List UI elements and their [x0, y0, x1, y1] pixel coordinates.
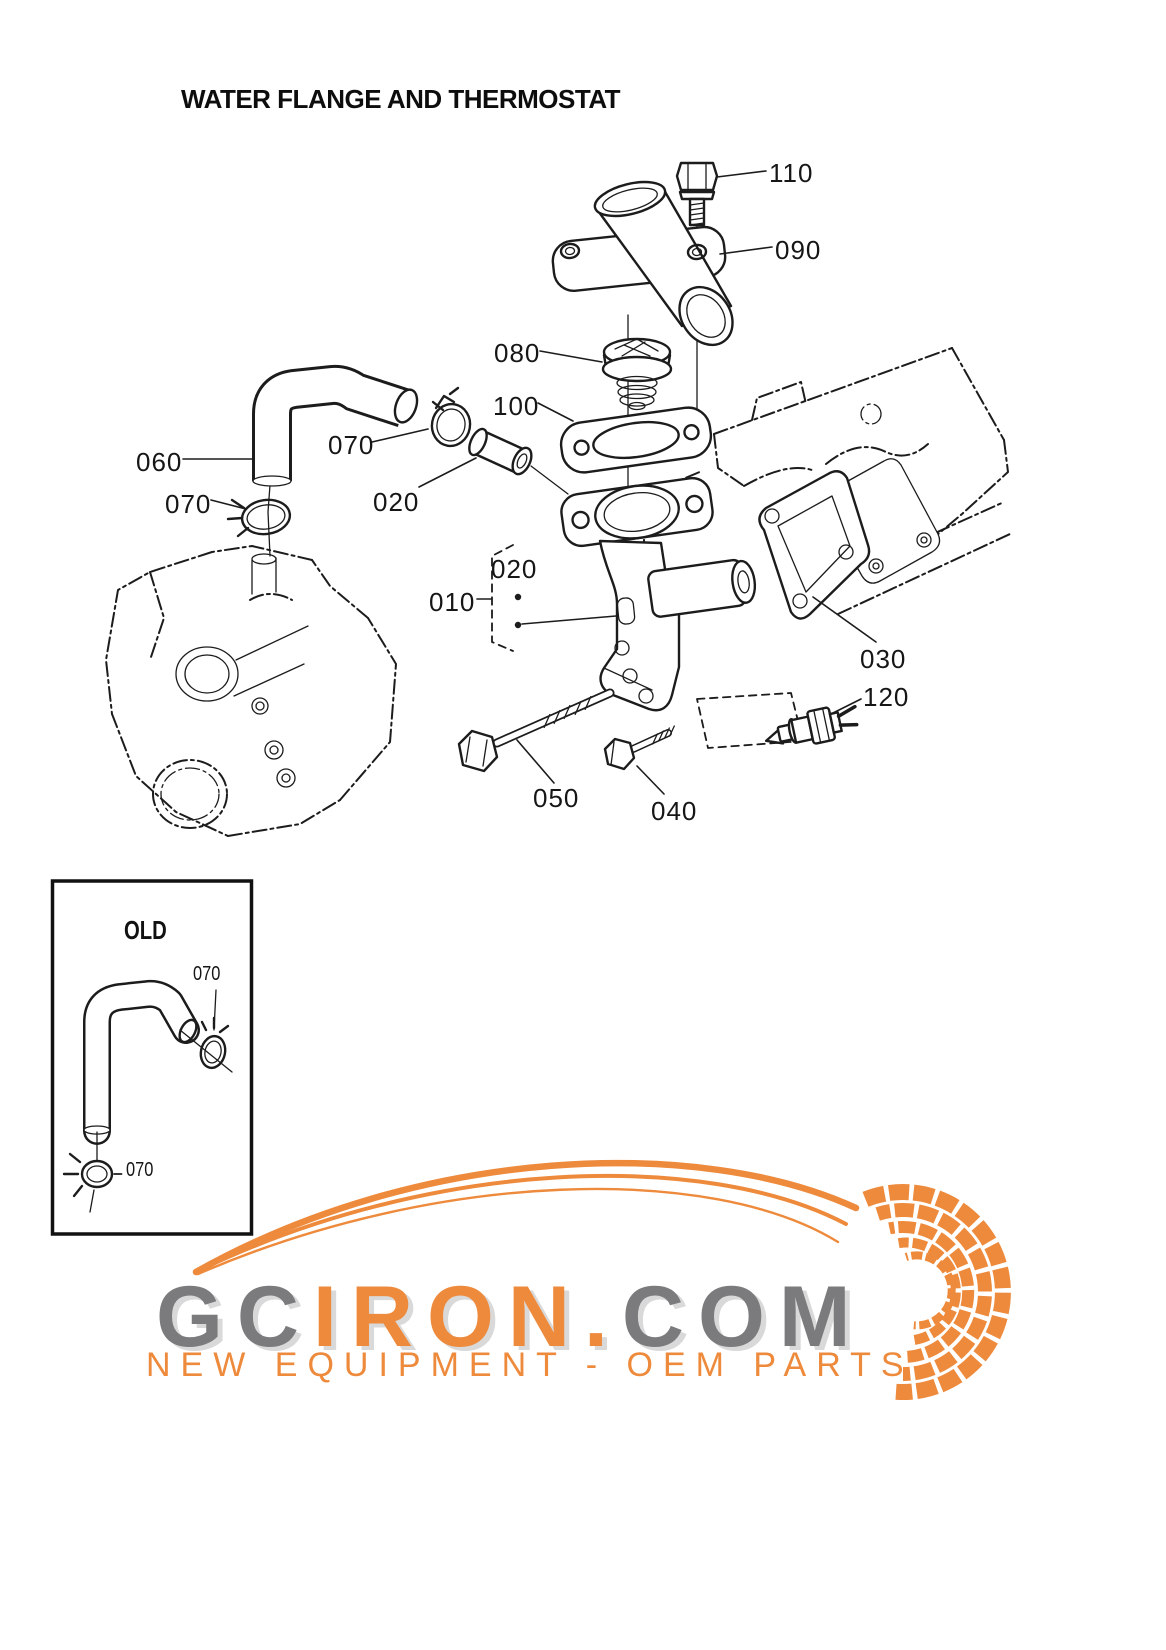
callout-080: 080	[494, 338, 541, 368]
callout-110: 110	[769, 158, 814, 188]
part-090-water-flange	[551, 180, 734, 347]
leader-lines	[182, 170, 877, 795]
logo-text-gc: GC	[156, 1269, 313, 1365]
logo-text-iron: IRON	[313, 1269, 584, 1365]
old-callout-070-lower: 070	[126, 1159, 154, 1181]
part-020-joint-pipe	[468, 427, 533, 476]
logo-swoosh	[192, 1159, 860, 1276]
logo-tagline: NEW EQUIPMENT - OEM PARTS	[146, 1346, 914, 1384]
part-110-bolt	[675, 161, 719, 227]
ref-dots	[514, 593, 522, 629]
callout-020: 020	[373, 487, 420, 517]
part-050-bolt	[457, 688, 615, 773]
part-040-bolt	[603, 725, 675, 771]
callout-060: 060	[136, 447, 183, 477]
part-100-gasket	[559, 406, 713, 474]
callout-070-lower: 070	[165, 489, 212, 519]
callout-090: 090	[775, 235, 822, 265]
callout-010: 010	[429, 587, 476, 617]
part-070-clamp-lower	[226, 498, 292, 538]
logo-segmented-band	[862, 1184, 1011, 1401]
old-callout-070-upper: 070	[193, 963, 221, 985]
part-080-thermostat	[601, 337, 673, 411]
part-070-clamp-upper	[430, 386, 472, 448]
gciron-logo: GCIRON.COM	[156, 1274, 865, 1360]
callout-030: 030	[860, 644, 907, 674]
page-title: WATER FLANGE AND THERMOSTAT	[181, 84, 621, 114]
water-pump-block	[105, 545, 397, 837]
callout-020-ref: 020	[491, 554, 538, 584]
callout-100: 100	[493, 391, 540, 421]
logo-text-dot: .	[584, 1269, 622, 1365]
logo-text-com: COM	[621, 1269, 865, 1365]
callout-070-upper: 070	[328, 430, 375, 460]
callout-050: 050	[533, 783, 580, 813]
part-010-flange-assembly	[560, 476, 757, 712]
part-120-temperature-sensor	[764, 704, 859, 745]
callout-040: 040	[651, 796, 698, 826]
part-060-hose	[252, 364, 419, 487]
old-inset-drawing	[50, 879, 254, 1236]
callout-120: 120	[863, 682, 910, 712]
water-pump-details	[175, 553, 309, 788]
part-030-gasket	[758, 470, 871, 620]
old-inset-title: OLD	[124, 915, 167, 945]
